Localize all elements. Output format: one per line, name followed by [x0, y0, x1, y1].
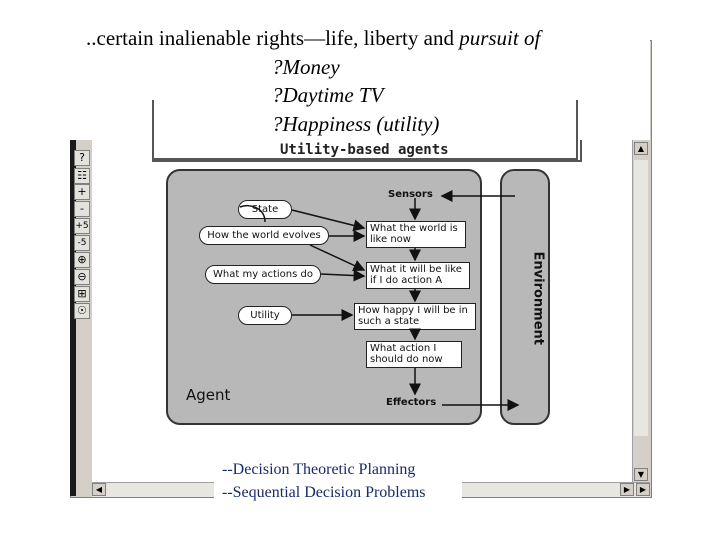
window-edge	[70, 40, 76, 496]
will-be-box: What it will be like if I do action A	[366, 262, 470, 289]
agent-label: Agent	[186, 386, 231, 404]
world-now-box: What the world is like now	[366, 221, 466, 248]
scroll-up-icon[interactable]: ▲	[634, 142, 648, 155]
magnify-icon[interactable]: ⊕	[74, 252, 90, 268]
item-daytime-tv: ?Daytime TV	[272, 83, 384, 107]
page-button[interactable]: ☷	[74, 168, 90, 184]
happy-box: How happy I will be in such a state	[354, 303, 476, 330]
zoom-in-button[interactable]: +	[74, 184, 90, 200]
actions-do-oval: What my actions do	[205, 265, 321, 284]
scroll-right-end-icon[interactable]: ▶	[636, 483, 650, 496]
slide-heading: ..certain inalienable rights—life, liber…	[86, 26, 541, 50]
world-evolves-oval: How the world evolves	[199, 226, 329, 245]
footer-line-1: --Decision Theoretic Planning	[222, 461, 416, 479]
forward-5-button[interactable]: +5	[74, 218, 90, 234]
item-happiness: ?Happiness (utility)	[272, 112, 440, 136]
caption-frame-edge	[152, 100, 578, 160]
action-box: What action I should do now	[366, 341, 462, 368]
reduce-icon[interactable]: ⊖	[74, 269, 90, 285]
footer-line-2: --Sequential Decision Problems	[222, 484, 426, 502]
help-button[interactable]: ?	[74, 150, 90, 166]
target-icon[interactable]: ☉	[74, 303, 90, 319]
utility-oval: Utility	[238, 306, 292, 325]
grid-icon[interactable]: ⊞	[74, 286, 90, 302]
scroll-down-icon[interactable]: ▼	[634, 468, 648, 481]
agent-box	[166, 169, 482, 425]
back-5-button[interactable]: -5	[74, 235, 90, 251]
state-oval: State	[238, 200, 292, 219]
effectors-label: Effectors	[386, 397, 437, 408]
item-money: ?Money	[272, 55, 340, 79]
diagram-title: Utility-based agents	[280, 142, 449, 158]
heading-backdrop	[70, 20, 650, 140]
zoom-out-button[interactable]: -	[74, 201, 90, 217]
scroll-right-icon[interactable]: ▶	[620, 483, 634, 496]
scroll-track[interactable]	[634, 160, 648, 436]
scroll-left-icon[interactable]: ◀	[92, 483, 106, 496]
environment-box	[500, 169, 550, 425]
sensors-label: Sensors	[388, 189, 433, 200]
